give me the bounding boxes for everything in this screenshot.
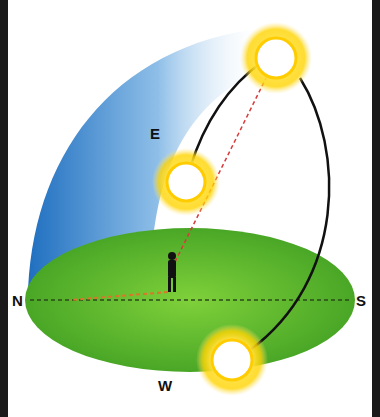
shadow-line xyxy=(70,292,168,300)
sun-symbol xyxy=(196,324,268,396)
sun-symbol xyxy=(152,148,220,216)
direction-label: E xyxy=(150,126,160,141)
observer-figure xyxy=(168,252,176,292)
direction-label: W xyxy=(158,378,172,393)
sun-path xyxy=(250,78,329,350)
ground-disc xyxy=(25,228,355,372)
direction-label: N xyxy=(12,293,23,308)
direction-label: S xyxy=(356,293,366,308)
sun-symbol xyxy=(240,22,312,94)
meridian-line xyxy=(30,299,350,301)
